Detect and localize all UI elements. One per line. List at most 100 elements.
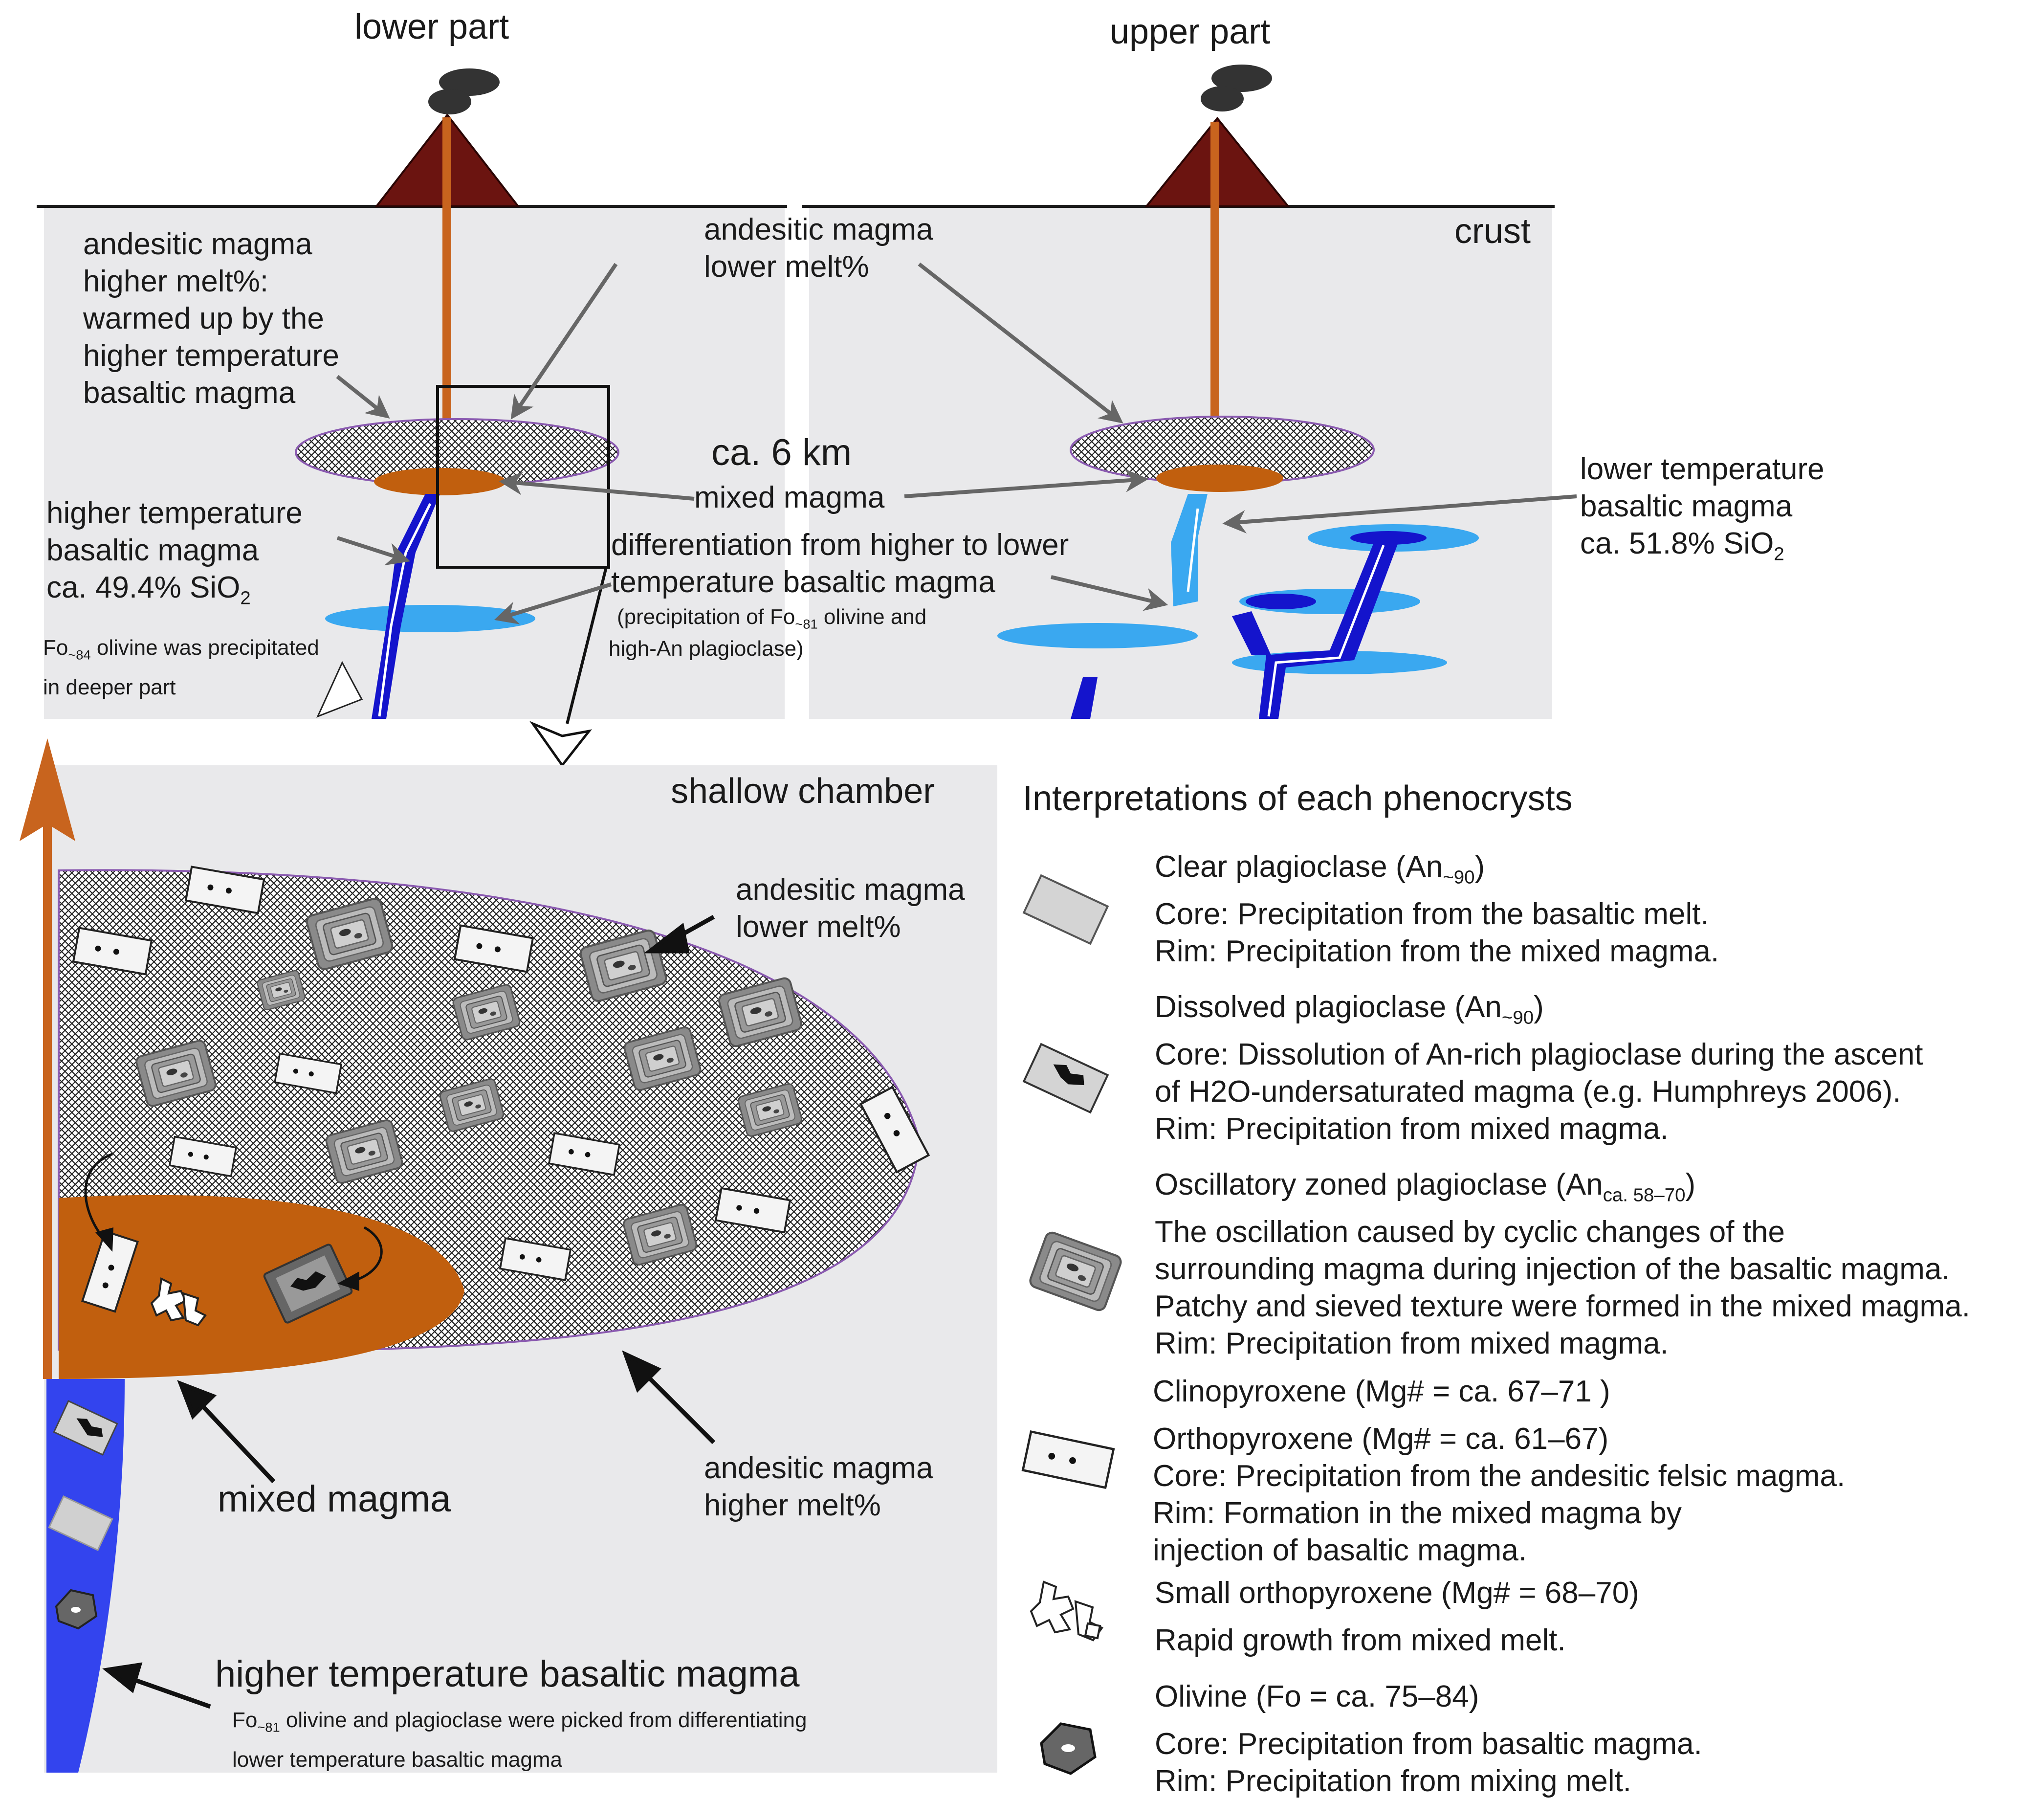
zoom-arrowhead bbox=[529, 721, 593, 768]
legend-line: surrounding magma during injection of th… bbox=[1155, 1252, 1950, 1287]
legend-line: Rim: Precipitation from mixed magma. bbox=[1155, 1112, 1669, 1146]
upper-part-panel bbox=[802, 65, 1555, 719]
label-line: higher temperature bbox=[83, 339, 339, 373]
legend-line: Rim: Precipitation from the mixed magma. bbox=[1155, 934, 1719, 969]
picked-note: Fo~81 olivine and plagioclase were picke… bbox=[232, 1704, 807, 1776]
conduit-right bbox=[1210, 122, 1219, 474]
mixed-magma-label: mixed magma bbox=[694, 481, 885, 514]
flow-line bbox=[1187, 508, 1199, 592]
curved-arrowhead bbox=[337, 1271, 359, 1291]
smoke-cloud bbox=[1211, 65, 1272, 92]
text-part: olivine and bbox=[817, 605, 927, 629]
upper-part-title: upper part bbox=[1110, 12, 1271, 51]
label-line: higher melt%: bbox=[83, 265, 269, 298]
label-line: andesitic magma bbox=[704, 213, 933, 246]
legend-line: Orthopyroxene (Mg# = ca. 61–67) bbox=[1153, 1422, 1609, 1456]
legend-item-oscillatory-plagioclase: Oscillatory zoned plagioclase (Anca. 58–… bbox=[1155, 1166, 1970, 1362]
legend-item-pyroxene: Clinopyroxene (Mg# = ca. 67–71 ) Orthopy… bbox=[1153, 1373, 1845, 1569]
fo84-note: Fo~84 olivine was precipitated in deeper… bbox=[43, 632, 319, 704]
legend-line: Core: Dissolution of An-rich plagioclase… bbox=[1155, 1038, 1923, 1072]
dike-segment bbox=[1259, 543, 1398, 719]
text-part: ) bbox=[1534, 990, 1544, 1024]
mixed-magma-left bbox=[374, 468, 506, 495]
smoke-cloud bbox=[428, 89, 471, 114]
lower-temp-basaltic-label: lower temperature basaltic magma ca. 51.… bbox=[1580, 451, 1824, 573]
label-line: lower temperature bbox=[1580, 452, 1824, 486]
label-line: higher temperature bbox=[46, 496, 303, 530]
legend-line: Core: Precipitation from the andesitic f… bbox=[1153, 1459, 1846, 1493]
chamber-andesitic-higher-label: andesitic magma higher melt% bbox=[704, 1450, 933, 1524]
subscript: ~81 bbox=[257, 1719, 280, 1735]
legend-line: Patchy and sieved texture were formed in… bbox=[1155, 1289, 1970, 1324]
text-part: ) bbox=[1474, 850, 1485, 884]
label-line: lower temperature basaltic magma bbox=[232, 1747, 562, 1772]
sio2-value: ca. 51.8% SiO bbox=[1580, 527, 1774, 560]
legend-item-dissolved-plagioclase: Dissolved plagioclase (An~90) Core: Diss… bbox=[1155, 989, 1923, 1148]
subscript: ~84 bbox=[68, 647, 91, 663]
andesitic-higher-melt-label: andesitic magma higher melt%: warmed up … bbox=[83, 226, 339, 412]
chamber-mixed-magma-label: mixed magma bbox=[218, 1478, 451, 1520]
text-part: Olivine (Fo = ca. 75–84) bbox=[1155, 1680, 1479, 1713]
text-part: Small orthopyroxene (Mg# = 68–70) bbox=[1155, 1576, 1639, 1610]
precipitation-note-line2: high-An plagioclase) bbox=[609, 637, 804, 661]
sill bbox=[997, 623, 1198, 648]
basaltic-crystals bbox=[48, 1400, 118, 1630]
conduit-left bbox=[442, 117, 451, 479]
curved-arrow bbox=[352, 1226, 383, 1283]
subscript: ca. 58–70 bbox=[1603, 1184, 1686, 1206]
subscript: ~90 bbox=[1443, 867, 1475, 888]
clear-plagioclase-icon bbox=[1022, 874, 1109, 945]
smoke-cloud bbox=[1201, 86, 1244, 111]
label-line: andesitic magma bbox=[736, 873, 965, 907]
shallow-chamber-panel bbox=[20, 738, 997, 1773]
legend-item-title: Clear plagioclase (An~90) bbox=[1155, 848, 1719, 896]
sio2-value: ca. 49.4% SiO bbox=[46, 571, 241, 604]
chamber-andesitic-lower-label: andesitic magma lower melt% bbox=[736, 871, 965, 946]
higher-temp-basaltic-label: higher temperature basaltic magma ca. 49… bbox=[46, 495, 303, 617]
label-line: in deeper part bbox=[43, 675, 176, 699]
oscillatory-plagioclase-icon bbox=[1029, 1231, 1123, 1312]
pointer-arrows-chamber bbox=[102, 915, 716, 1709]
zoom-box bbox=[436, 385, 610, 569]
text-part: Fo bbox=[232, 1708, 258, 1732]
legend-item-title: Dissolved plagioclase (An~90) bbox=[1155, 989, 1923, 1036]
legend-icons bbox=[1022, 874, 1123, 1775]
precipitation-note: (precipitation of Fo~81 olivine and bbox=[617, 601, 926, 634]
legend-line: Core: Precipitation from the basaltic me… bbox=[1155, 897, 1709, 932]
text-part: olivine was precipitated bbox=[90, 636, 319, 660]
legend-line: Rim: Precipitation from mixed magma. bbox=[1155, 1327, 1669, 1361]
crust-label: crust bbox=[1454, 212, 1531, 251]
lower-part-panel bbox=[37, 68, 787, 719]
sill-core bbox=[1246, 594, 1316, 609]
legend-item-title: Small orthopyroxene (Mg# = 68–70) bbox=[1155, 1575, 1639, 1622]
legend-title: Interpretations of each phenocrysts bbox=[1023, 779, 1573, 818]
basaltic-dike-right bbox=[1171, 494, 1208, 606]
basaltic-dike-left bbox=[372, 494, 440, 719]
label-line: basaltic magma bbox=[46, 533, 259, 567]
mixed-crystals bbox=[81, 1230, 353, 1327]
chamber-basaltic-label: higher temperature basaltic magma bbox=[215, 1653, 800, 1695]
legend-item-small-orthopyroxene: Small orthopyroxene (Mg# = 68–70) Rapid … bbox=[1155, 1575, 1639, 1659]
label-line: ca. 49.4% SiO2 bbox=[46, 569, 303, 617]
label-line: lower melt% bbox=[736, 910, 901, 944]
pyroxene-icon bbox=[1023, 1432, 1113, 1488]
mixed-magma-body bbox=[59, 1195, 464, 1379]
text-part: Clear plagioclase (An bbox=[1155, 850, 1443, 884]
label-line: Fo~84 olivine was precipitated bbox=[43, 632, 319, 671]
subscript: ~81 bbox=[795, 616, 818, 632]
zoom-connector bbox=[566, 567, 608, 724]
smoke-cloud bbox=[439, 68, 500, 96]
mixed-magma-right bbox=[1156, 465, 1283, 492]
label-line: ca. 51.8% SiO2 bbox=[1580, 525, 1824, 573]
basaltic-magma-body bbox=[46, 1379, 125, 1773]
depth-label: ca. 6 km bbox=[711, 432, 852, 473]
label-line: temperature basaltic magma bbox=[611, 565, 995, 599]
subscript: 2 bbox=[1774, 543, 1784, 565]
olivine-icon bbox=[1040, 1722, 1097, 1775]
label-line: basaltic magma bbox=[83, 376, 296, 410]
label-line: Fo~81 olivine and plagioclase were picke… bbox=[232, 1704, 807, 1744]
subscript: ~90 bbox=[1501, 1007, 1534, 1028]
andesitic-lower-melt-label: andesitic magma lower melt% bbox=[704, 211, 933, 286]
label-line: (precipitation of Fo~81 olivine and bbox=[617, 601, 926, 634]
legend-line: The oscillation caused by cyclic changes… bbox=[1155, 1215, 1785, 1249]
